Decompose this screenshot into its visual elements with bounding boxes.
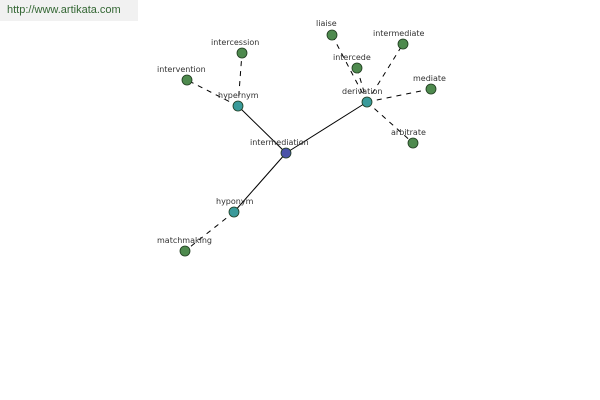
node-label-liaise[interactable]: liaise [316,19,337,28]
node-derivation[interactable]: derivation [342,87,382,108]
node-intermediate[interactable]: intermediate [373,29,425,50]
node-dot-intermediation[interactable] [280,147,292,159]
node-hyponym[interactable]: hyponym [216,197,254,218]
node-label-intermediation[interactable]: intermediation [250,138,309,147]
node-intercede[interactable]: intercede [333,53,371,74]
node-matchmaking[interactable]: matchmaking [157,236,212,257]
node-label-intervention[interactable]: intervention [157,65,206,74]
edge-hypernym-intercession [237,52,243,107]
edge-intermediation-derivation [285,101,368,154]
watermark-link[interactable]: http://www.artikata.com [7,4,121,16]
node-label-hypernym[interactable]: hypernym [218,91,259,100]
node-dot-hyponym[interactable] [228,206,240,218]
node-dot-intervention[interactable] [181,74,193,86]
node-label-intermediate[interactable]: intermediate [373,29,425,38]
node-dot-intermediate[interactable] [397,38,409,50]
node-label-intercede[interactable]: intercede [333,53,371,62]
edge-hyponym-matchmaking [184,211,235,252]
watermark-box: http://www.artikata.com [0,0,138,21]
node-dot-liaise[interactable] [326,29,338,41]
node-label-matchmaking[interactable]: matchmaking [157,236,212,245]
node-dot-intercession[interactable] [236,47,248,59]
nodes-layer: intermediation hypernym derivation hyponym i… [157,19,446,257]
node-dot-arbitrate[interactable] [407,137,419,149]
node-label-intercession[interactable]: intercession [211,38,259,47]
edge-intermediation-hyponym [233,152,287,213]
node-label-arbitrate[interactable]: arbitrate [391,128,426,137]
node-intermediation[interactable]: intermediation [250,138,309,159]
node-label-hyponym[interactable]: hyponym [216,197,254,206]
node-dot-matchmaking[interactable] [179,245,191,257]
node-dot-derivation[interactable] [361,96,373,108]
edge-derivation-mediate [366,88,432,103]
edge-derivation-intermediate [366,43,404,103]
node-mediate[interactable]: mediate [413,74,446,95]
node-liaise[interactable]: liaise [316,19,338,41]
node-dot-mediate[interactable] [425,83,437,95]
node-hypernym[interactable]: hypernym [218,91,259,112]
node-dot-hypernym[interactable] [232,100,244,112]
edge-derivation-liaise [331,34,368,103]
node-arbitrate[interactable]: arbitrate [391,128,426,149]
node-intercession[interactable]: intercession [211,38,259,59]
edge-intermediation-hypernym [237,105,287,154]
edge-derivation-arbitrate [366,101,414,144]
node-label-derivation[interactable]: derivation [342,87,382,96]
node-label-mediate[interactable]: mediate [413,74,446,83]
edges-layer [184,34,432,252]
node-intervention[interactable]: intervention [157,65,206,86]
node-dot-intercede[interactable] [351,62,363,74]
